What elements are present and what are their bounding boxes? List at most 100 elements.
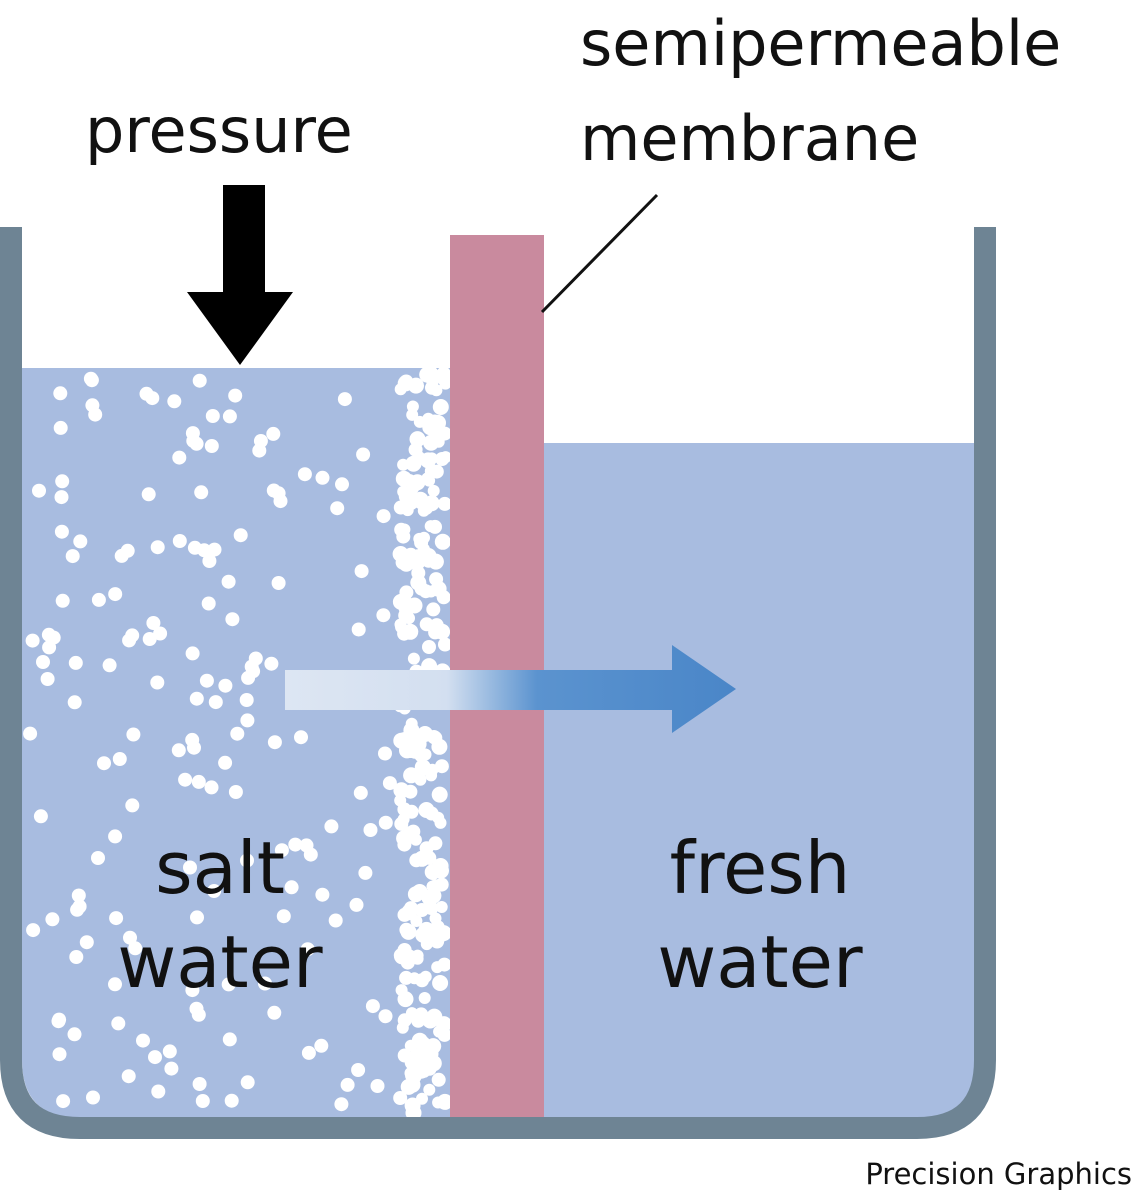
salt-particle — [183, 860, 197, 875]
salt-particle — [230, 726, 245, 741]
container-wall — [0, 227, 996, 1139]
salt-particle — [114, 548, 129, 563]
salt-particle — [429, 912, 442, 925]
salt-particle — [426, 730, 441, 744]
salt-particle — [151, 1084, 166, 1099]
salt-particle — [288, 837, 303, 852]
salt-particle — [402, 623, 419, 640]
salt-particle — [55, 593, 70, 608]
salt-particle — [425, 769, 438, 782]
salt-particle — [422, 1012, 439, 1029]
salt-particle — [414, 581, 429, 596]
salt-particle — [436, 1093, 450, 1110]
salt-particle — [185, 646, 200, 661]
salt-particle — [415, 973, 429, 988]
salt-particle — [417, 504, 430, 517]
salt-particle — [136, 1033, 150, 1048]
salt-particle — [422, 419, 439, 436]
salt-particle — [427, 484, 440, 497]
salt-particle — [301, 1045, 316, 1060]
salt-particle — [423, 1083, 436, 1096]
salt-particle — [240, 853, 254, 868]
salt-particle — [403, 722, 420, 739]
salt-particle — [394, 816, 409, 831]
salt-particle — [404, 1039, 417, 1052]
salt-particle — [67, 695, 82, 710]
salt-particle — [414, 1053, 429, 1068]
membrane-label-line1: semipermeable — [580, 7, 1061, 80]
salt-particle — [125, 628, 140, 643]
salt-particle — [411, 949, 424, 962]
salt-particle — [267, 735, 282, 750]
salt-particle — [185, 732, 200, 747]
salt-particle — [150, 540, 165, 555]
salt-particle — [111, 1016, 126, 1031]
salt-particle — [399, 585, 414, 600]
right-arrow-icon — [285, 645, 736, 733]
salt-particle — [400, 1078, 417, 1095]
salt-particle — [108, 829, 123, 844]
salt-particle — [328, 913, 343, 928]
pressure-label: pressure — [85, 94, 353, 167]
salt-particle — [394, 794, 407, 807]
salt-particle — [85, 398, 100, 413]
salt-particle — [167, 394, 182, 409]
salt-particle — [97, 756, 111, 771]
salt-particle — [408, 377, 424, 394]
salt-particle — [45, 912, 60, 927]
salt-particle — [69, 950, 84, 964]
salt-particle — [189, 1001, 204, 1016]
salt-particle — [112, 752, 127, 766]
salt-particle — [426, 602, 441, 617]
salt-particle — [190, 910, 204, 925]
salt-particle — [274, 843, 289, 858]
salt-particle — [423, 434, 440, 451]
salt-particle — [26, 923, 41, 938]
salt-particle — [404, 475, 419, 490]
fresh-water-label-line2: water — [657, 920, 863, 1004]
membrane-leader-line — [540, 193, 659, 314]
salt-particle — [41, 627, 56, 642]
salt-particle — [248, 651, 263, 666]
salt-particle — [36, 655, 50, 669]
salt-particles — [23, 368, 450, 1118]
salt-particle — [376, 509, 391, 524]
salt-particle — [330, 501, 345, 516]
salt-particle — [397, 907, 412, 922]
salt-particle — [299, 838, 314, 853]
salt-particle — [204, 780, 219, 795]
salt-particle — [422, 640, 436, 654]
salt-particle — [79, 935, 94, 950]
salt-particle — [394, 618, 407, 631]
salt-particle — [365, 999, 380, 1014]
salt-particle — [422, 471, 435, 484]
salt-particle — [397, 943, 412, 957]
salt-particle — [370, 1079, 385, 1093]
salt-particle — [334, 1097, 349, 1112]
salt-particle — [413, 451, 426, 464]
salt-particle — [395, 984, 408, 997]
salt-particle — [432, 975, 449, 991]
salt-particle — [424, 520, 437, 533]
salt-particle — [434, 623, 450, 640]
salt-particle — [108, 587, 123, 602]
salt-particle — [393, 782, 410, 799]
salt-particle — [221, 977, 236, 992]
salt-particle — [428, 836, 443, 851]
salt-particle — [351, 622, 366, 637]
salt-particle — [404, 804, 419, 819]
salt-particle — [145, 391, 160, 406]
salt-particle — [273, 494, 288, 509]
salt-particle — [252, 443, 267, 458]
salt-particle — [407, 886, 424, 903]
salt-particle — [108, 977, 122, 992]
salt-particle — [148, 1050, 162, 1065]
salt-particle — [324, 819, 339, 834]
salt-particle — [315, 887, 330, 902]
salt-particle — [354, 564, 369, 579]
salt-particle — [55, 474, 70, 489]
salt-particle — [185, 983, 200, 998]
salt-particle — [205, 409, 220, 423]
salt-particle — [435, 901, 448, 913]
